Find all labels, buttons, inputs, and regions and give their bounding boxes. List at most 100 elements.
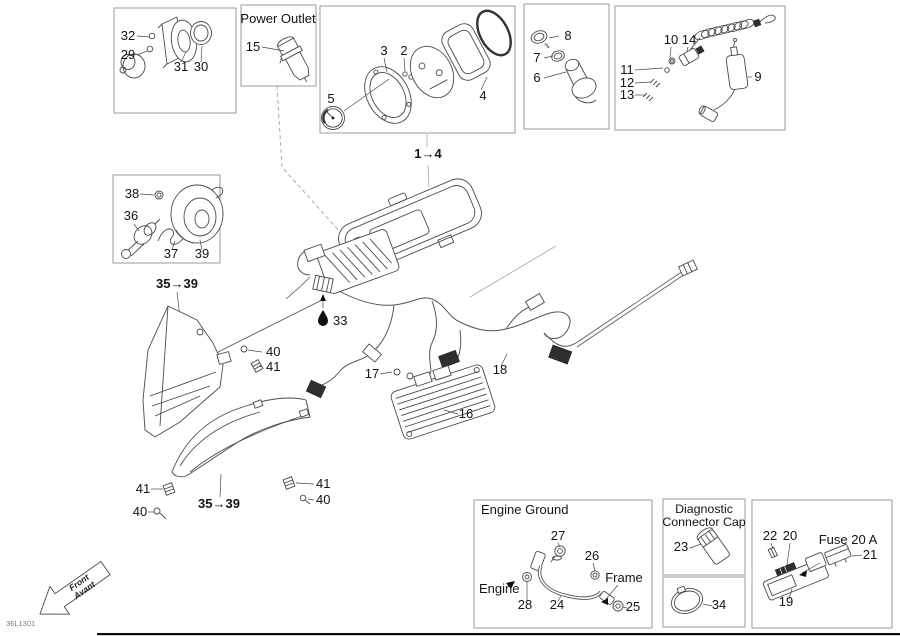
- frame-annotation: Frame: [605, 570, 643, 585]
- voltage-regulator: 17 16: [365, 364, 496, 440]
- callout-39: 39: [195, 246, 209, 261]
- callout-22: 22: [763, 528, 777, 543]
- arrowhead-icon: [799, 570, 807, 577]
- callout-7: 7: [533, 50, 540, 65]
- screw-icon: [146, 45, 154, 53]
- switch-parts: 8 7 6: [530, 28, 597, 104]
- callout-26: 26: [585, 548, 599, 563]
- headlight-bulb-parts: 38 36 37 39: [121, 184, 224, 261]
- callout-11: 11: [620, 62, 634, 77]
- ground-bolt: [554, 545, 566, 557]
- harness-connector: [362, 343, 382, 363]
- document-code: 36L1301: [6, 619, 35, 628]
- cable-end-connector: [678, 259, 698, 277]
- fuse-rating-label: Fuse 20 A: [819, 532, 878, 547]
- arrowhead-icon: [506, 581, 515, 589]
- callout-6: 6: [533, 70, 540, 85]
- lens-tab: [298, 408, 310, 418]
- callout-41: 41: [136, 481, 150, 496]
- headlight-assembly: 35→39 35→39 40 41 41 40: [133, 276, 330, 520]
- diagnostic-cap: [696, 527, 730, 565]
- gauge-body: [409, 45, 455, 99]
- diagnostic-title-line2: Connector Cap: [662, 515, 745, 529]
- screw-icon: [393, 368, 401, 376]
- gauge-frame: [441, 23, 491, 81]
- callout-41: 41: [266, 359, 280, 374]
- range-1-4: 1→4: [414, 146, 442, 161]
- callout-3: 3: [380, 43, 387, 58]
- box-power-outlet: [240, 4, 317, 87]
- engine-ground-parts: Engine Ground 27 26 Engine 28 24 Frame 2…: [479, 502, 643, 614]
- engine-annotation: Engine: [479, 581, 519, 596]
- power-outlet-title: Power Outlet: [240, 11, 316, 26]
- engine-ground-title: Engine Ground: [481, 502, 568, 517]
- bulb-cap: [154, 190, 164, 200]
- callout-10: 10: [664, 32, 678, 47]
- switch-knob: [530, 30, 548, 44]
- dess-switch: [725, 38, 749, 91]
- callout-14: 14: [682, 32, 696, 47]
- screw-icon: [664, 67, 670, 73]
- headlight-reflector: [170, 184, 224, 244]
- callout-41: 41: [316, 476, 330, 491]
- cord-connector: [678, 48, 700, 66]
- callout-37: 37: [164, 246, 178, 261]
- box-engine-ground: [473, 499, 653, 629]
- callout-20: 20: [783, 528, 797, 543]
- fuse-parts: 22 20 Fuse 20 A 21 19: [763, 528, 878, 609]
- callout-33: 33: [333, 313, 347, 328]
- loctite-droplet-icon: [317, 310, 328, 327]
- callout-38: 38: [125, 186, 139, 201]
- box-fuse: [751, 499, 893, 629]
- switch-plug: [698, 105, 719, 123]
- callout-19: 19: [779, 594, 793, 609]
- ring-part: [668, 57, 676, 65]
- cable-terminal: [530, 550, 546, 572]
- gauge-exploded-parts: 3 2 5 4: [321, 9, 512, 130]
- callout-29: 29: [121, 47, 135, 62]
- diagnostic-title-line1: Diagnostic: [675, 502, 733, 516]
- box-oring: [662, 576, 746, 628]
- callout-40: 40: [316, 492, 330, 507]
- gauge-gasket: [476, 9, 512, 57]
- box-diagnostic-cap: [662, 498, 746, 576]
- lens-tab: [252, 399, 264, 409]
- callout-40: 40: [266, 344, 280, 359]
- power-outlet-parts: Power Outlet 15: [240, 11, 316, 83]
- callout-21: 21: [863, 547, 877, 562]
- bulb-spring-clip: [157, 228, 186, 245]
- callout-40: 40: [133, 504, 147, 519]
- coiled-cord: [688, 14, 776, 53]
- ring-terminal: [612, 600, 624, 612]
- diagnostic-cap-parts: Diagnostic Connector Cap 23 34: [662, 502, 746, 614]
- power-outlet-socket: [276, 36, 310, 83]
- nut: [590, 570, 600, 580]
- harness-connector-dark: [305, 379, 327, 399]
- halogen-bulb: [121, 218, 161, 259]
- o-ring: [670, 585, 704, 614]
- callout-9: 9: [754, 69, 761, 84]
- loctite-callout-33: 33: [317, 294, 347, 328]
- callout-12: 12: [620, 75, 634, 90]
- callout-32: 32: [121, 28, 135, 43]
- arrowhead-icon: [601, 598, 608, 605]
- box-pilot-lamp: [113, 7, 237, 114]
- fuse-clip: [767, 546, 779, 559]
- page-edge-line: [97, 633, 900, 636]
- ground-cable: [538, 565, 603, 600]
- callout-5: 5: [327, 91, 334, 106]
- headlight-module: [142, 305, 224, 438]
- callout-31: 31: [174, 59, 188, 74]
- screw-icon: [406, 372, 414, 380]
- screw-icon: [402, 71, 408, 77]
- grommet: [282, 476, 296, 490]
- switch-body: [564, 58, 597, 104]
- range-35-39-top: 35→39: [156, 276, 198, 291]
- front-direction-arrow: Front Avant: [39, 560, 111, 615]
- box-switch: [523, 3, 610, 130]
- spring-part: [649, 78, 661, 88]
- gauge-bezel: [364, 66, 412, 124]
- screw-icon: [240, 345, 248, 353]
